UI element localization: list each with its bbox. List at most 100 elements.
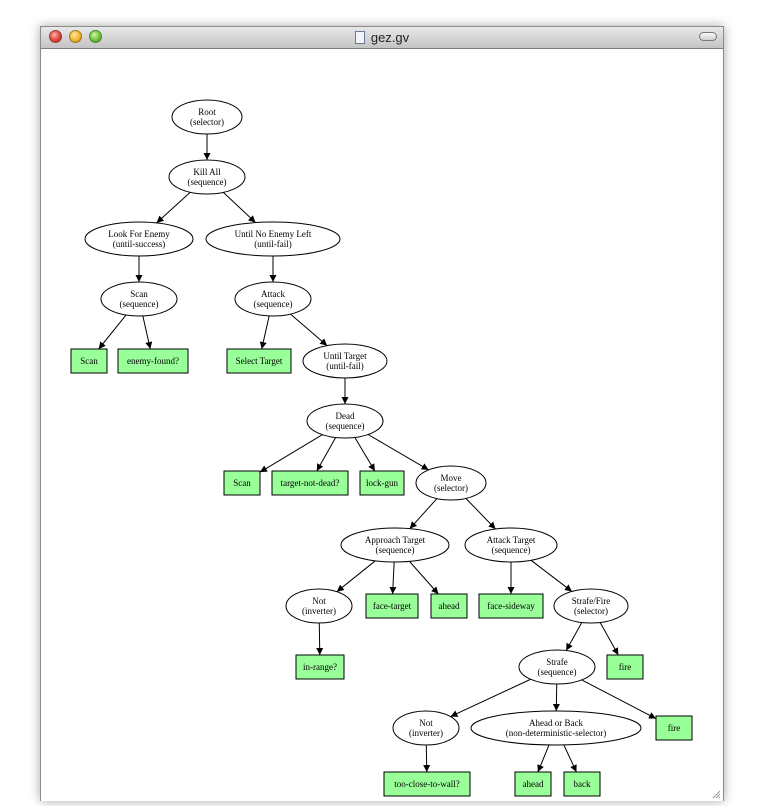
node-label-move-0: Move [441, 473, 462, 483]
node-label-move-1: (selector) [434, 483, 468, 493]
node-label-targetnotdead-0: target-not-dead? [281, 478, 340, 488]
edge-approach-to-ahead1 [409, 561, 438, 594]
edge-move-to-attacktarget [466, 498, 496, 529]
node-label-dead-0: Dead [336, 411, 355, 421]
node-label-back-0: back [574, 779, 591, 789]
node-targetnotdead: target-not-dead? [272, 471, 348, 495]
edge-approach-to-facetarget [393, 562, 395, 594]
toolbar-toggle-button[interactable] [699, 32, 717, 41]
node-facetarget: face-target [366, 594, 418, 618]
node-ahead2: ahead [515, 772, 551, 796]
window-title-area: gez.gv [41, 30, 723, 45]
node-label-strafe-0: Strafe [546, 657, 568, 667]
app-window: gez.gv Root(selector)Kill All(sequence)L… [40, 26, 724, 801]
node-strafe: Strafe(sequence) [519, 650, 595, 684]
edge-approach-to-not1 [337, 561, 375, 592]
edge-attack-to-selecttarget [262, 316, 269, 349]
node-label-killall-1: (sequence) [188, 177, 227, 187]
node-attacktarget: Attack Target(sequence) [465, 528, 557, 562]
node-scanseq: Scan(sequence) [101, 282, 177, 316]
node-selecttarget: Select Target [227, 349, 291, 373]
node-label-ahead2-0: ahead [523, 779, 544, 789]
node-label-lockgun-0: lock-gun [366, 478, 398, 488]
node-fire1: fire [607, 655, 643, 679]
node-label-scan2-0: Scan [233, 478, 251, 488]
node-label-selecttarget-0: Select Target [236, 356, 283, 366]
edge-dead-to-move [368, 435, 429, 470]
node-label-scan1-0: Scan [80, 356, 98, 366]
title-bar[interactable]: gez.gv [41, 27, 723, 49]
node-tooclose: too-close-to-wall? [384, 772, 470, 796]
node-label-inrange-0: in-range? [303, 662, 337, 672]
node-inrange: in-range? [296, 655, 344, 679]
window-title: gez.gv [371, 30, 409, 45]
node-label-lookfor-0: Look For Enemy [108, 229, 170, 239]
edge-scanseq-to-scan1 [99, 315, 126, 349]
edge-killall-to-untilno [223, 192, 255, 222]
node-label-lookfor-1: (until-success) [113, 239, 165, 249]
node-label-facetarget-0: face-target [373, 601, 412, 611]
node-label-not2-0: Not [419, 718, 433, 728]
node-strafefire: Strafe/Fire(selector) [554, 589, 628, 623]
node-dead: Dead(sequence) [307, 404, 383, 438]
node-label-facesideway-0: face-sideway [487, 601, 535, 611]
node-ahead1: ahead [431, 594, 467, 618]
node-untilno: Until No Enemy Left(until-fail) [206, 222, 340, 256]
node-aheadorback: Ahead or Back(non-deterministic-selector… [471, 711, 641, 745]
edge-strafefire-to-strafe [566, 622, 582, 650]
edge-killall-to-lookfor [157, 192, 191, 223]
node-label-tooclose-0: too-close-to-wall? [394, 779, 459, 789]
edge-not1-to-inrange [319, 623, 320, 655]
node-label-fire1-0: fire [619, 662, 632, 672]
node-back: back [564, 772, 600, 796]
behavior-tree-diagram: Root(selector)Kill All(sequence)Look For… [41, 49, 723, 801]
edge-move-to-approach [410, 499, 437, 529]
node-label-attacktarget-1: (sequence) [492, 545, 531, 555]
node-label-approach-0: Approach Target [365, 535, 426, 545]
node-label-not1-1: (inverter) [302, 606, 336, 616]
node-label-ahead1-0: ahead [439, 601, 460, 611]
node-approach: Approach Target(sequence) [341, 528, 449, 562]
node-label-attack-0: Attack [261, 289, 285, 299]
edge-scanseq-to-enemyfound [143, 316, 150, 349]
node-label-scanseq-1: (sequence) [120, 299, 159, 309]
node-scan2: Scan [224, 471, 260, 495]
node-label-root-1: (selector) [190, 117, 224, 127]
edge-dead-to-scan2 [260, 435, 322, 473]
resize-grip-icon[interactable] [711, 789, 721, 799]
node-label-strafefire-1: (selector) [574, 606, 608, 616]
node-facesideway: face-sideway [479, 594, 543, 618]
node-label-approach-1: (sequence) [376, 545, 415, 555]
node-label-killall-0: Kill All [193, 167, 221, 177]
node-label-aheadorback-0: Ahead or Back [529, 718, 583, 728]
node-label-fire2-0: fire [668, 723, 681, 733]
node-label-untiltarget-1: (until-fail) [326, 361, 364, 371]
node-untiltarget: Until Target(until-fail) [303, 344, 387, 378]
node-not1: Not(inverter) [286, 589, 352, 623]
node-label-dead-1: (sequence) [326, 421, 365, 431]
node-label-scanseq-0: Scan [130, 289, 148, 299]
edge-attack-to-untiltarget [291, 314, 328, 346]
edge-dead-to-lockgun [355, 437, 375, 471]
edge-aheadorback-to-back [564, 745, 577, 772]
edge-strafe-to-not2 [450, 679, 530, 716]
edge-dead-to-targetnotdead [317, 437, 336, 471]
node-fire2: fire [656, 716, 692, 740]
edge-aheadorback-to-ahead2 [538, 745, 549, 772]
node-not2: Not(inverter) [393, 711, 459, 745]
edge-strafefire-to-fire1 [600, 622, 618, 655]
node-lockgun: lock-gun [360, 471, 404, 495]
node-label-attacktarget-0: Attack Target [487, 535, 536, 545]
node-label-not1-0: Not [312, 596, 326, 606]
node-label-untiltarget-0: Until Target [323, 351, 367, 361]
node-scan1: Scan [71, 349, 107, 373]
edge-attacktarget-to-strafefire [531, 560, 572, 591]
document-icon [355, 31, 365, 44]
node-label-untilno-0: Until No Enemy Left [235, 229, 312, 239]
node-label-aheadorback-1: (non-deterministic-selector) [506, 728, 606, 738]
node-lookfor: Look For Enemy(until-success) [85, 222, 193, 256]
node-label-untilno-1: (until-fail) [254, 239, 292, 249]
node-label-strafe-1: (sequence) [538, 667, 577, 677]
node-root: Root(selector) [172, 100, 242, 134]
node-label-not2-1: (inverter) [409, 728, 443, 738]
